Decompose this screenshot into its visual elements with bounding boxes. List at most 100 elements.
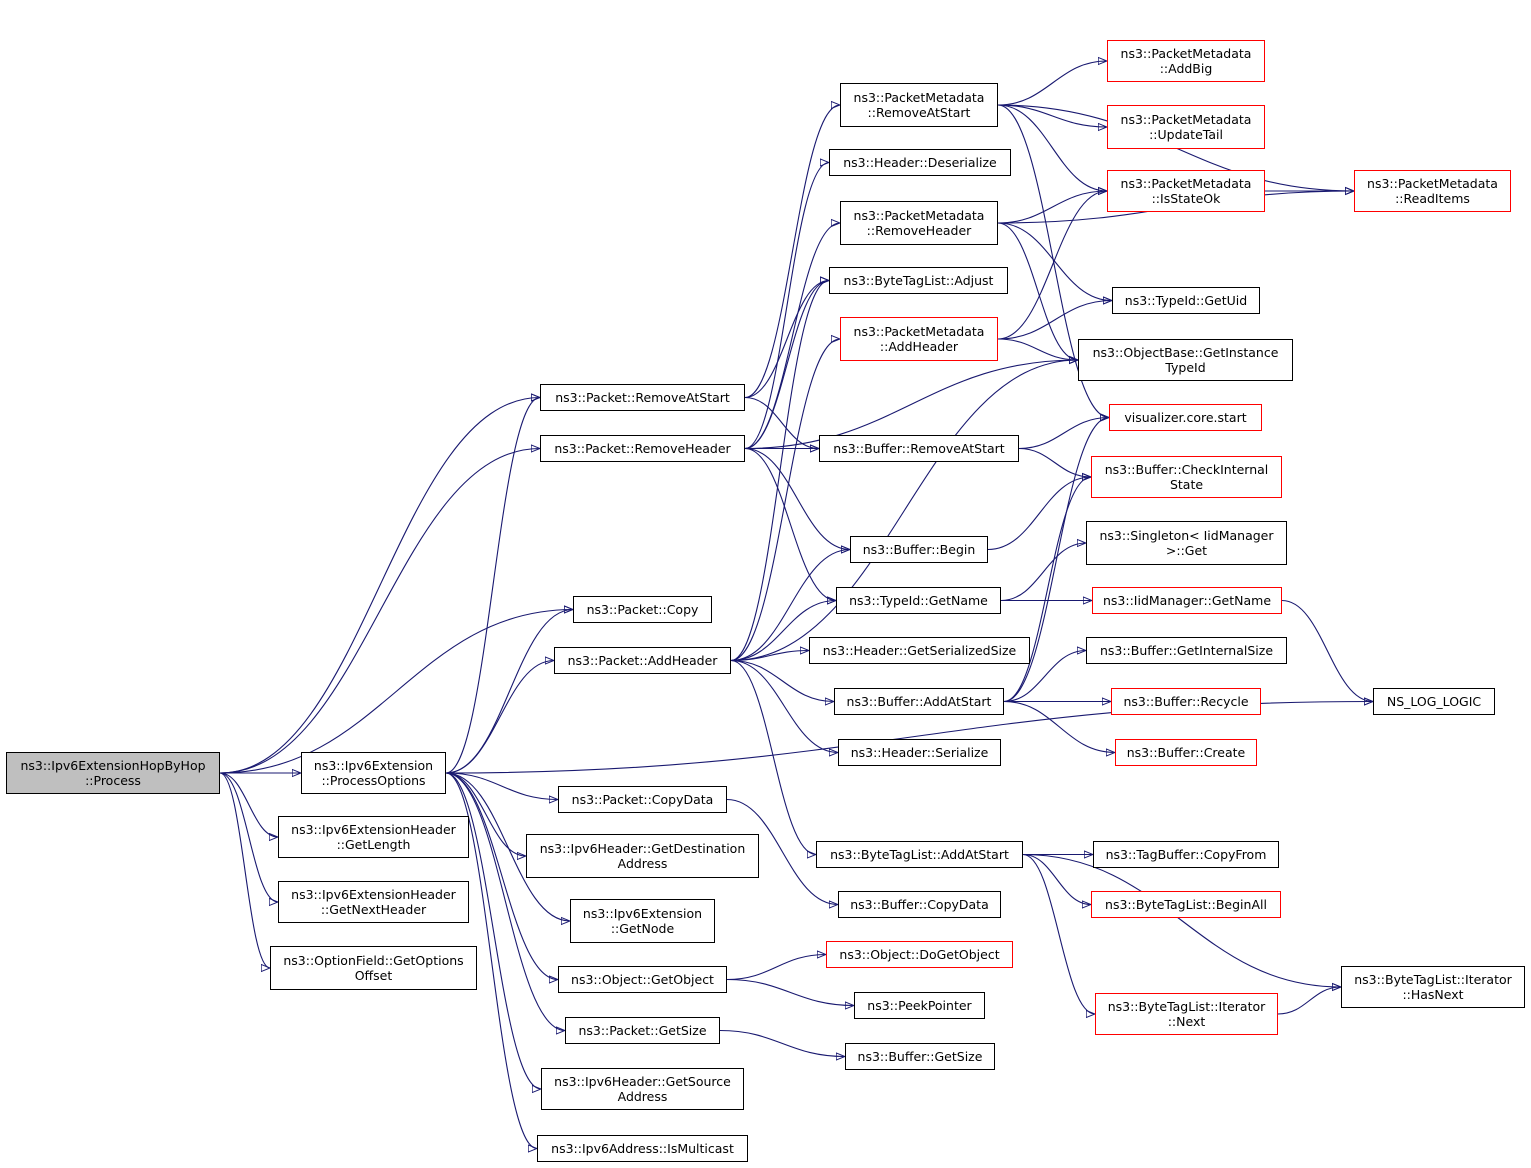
node-label-line: ns3::Ipv6ExtensionHeader (291, 887, 456, 902)
node-typeid-getname[interactable]: ns3::TypeId::GetName (836, 587, 1001, 614)
edge-pkt-addheader-to-buf-addatstart (730, 659, 834, 702)
node-label-line: Address (617, 1089, 668, 1104)
edge-pkt-addheader-to-pm-addheader (730, 339, 840, 662)
edge-processoptions-to-ismulticast (445, 772, 538, 1149)
node-btl-iter-hasnext[interactable]: ns3::ByteTagList::Iterator::HasNext (1341, 966, 1525, 1008)
node-buf-getsize[interactable]: ns3::Buffer::GetSize (845, 1043, 995, 1070)
node-iid-getname[interactable]: ns3::IidManager::GetName (1092, 587, 1282, 614)
node-buf-copydata[interactable]: ns3::Buffer::CopyData (838, 891, 1001, 918)
edge-process-to-hdr-getlength (219, 772, 279, 837)
node-pm-updatetail[interactable]: ns3::PacketMetadata::UpdateTail (1107, 105, 1265, 149)
node-peekpointer[interactable]: ns3::PeekPointer (854, 992, 985, 1019)
edge-buf-addatstart-to-viz-start (1003, 418, 1109, 703)
node-hdr-getserializedsize[interactable]: ns3::Header::GetSerializedSize (809, 637, 1030, 664)
node-pkt-copy[interactable]: ns3::Packet::Copy (573, 596, 712, 623)
node-hdr-getlength[interactable]: ns3::Ipv6ExtensionHeader::GetLength (278, 816, 469, 858)
edge-btl-addatstart-to-btl-iter-next (1022, 853, 1096, 1015)
edge-buf-removeatstart-to-viz-start (1018, 418, 1109, 450)
node-pkt-addheader[interactable]: ns3::Packet::AddHeader (554, 647, 731, 674)
edge-pm-removeatstart-to-pm-addbig (997, 61, 1107, 106)
edge-pkt-removeatstart-to-pm-removeatstart (744, 105, 841, 399)
node-pkt-removeatstart[interactable]: ns3::Packet::RemoveAtStart (540, 384, 745, 411)
node-buf-begin[interactable]: ns3::Buffer::Begin (850, 536, 988, 563)
node-label-line: ::ProcessOptions (321, 773, 426, 788)
node-label-line: ns3::Header::Deserialize (843, 155, 997, 170)
node-label-line: ::AddBig (1159, 61, 1213, 76)
edge-pkt-removeheader-to-buf-begin (744, 447, 850, 550)
node-label-line: ns3::Ipv6ExtensionHeader (291, 822, 456, 837)
node-btl-beginall[interactable]: ns3::ByteTagList::BeginAll (1091, 891, 1281, 918)
node-pm-addbig[interactable]: ns3::PacketMetadata::AddBig (1107, 40, 1265, 82)
node-label-line: ::GetNextHeader (320, 902, 427, 917)
node-btl-iter-next[interactable]: ns3::ByteTagList::Iterator::Next (1095, 993, 1278, 1035)
node-pm-readitems[interactable]: ns3::PacketMetadata::ReadItems (1354, 170, 1511, 212)
node-label-line: ns3::ObjectBase::GetInstance (1092, 345, 1279, 360)
node-ismulticast[interactable]: ns3::Ipv6Address::IsMulticast (537, 1135, 748, 1162)
edge-pkt-addheader-to-btl-adjust (730, 281, 830, 662)
node-obj-getobject[interactable]: ns3::Object::GetObject (558, 966, 727, 993)
node-pkt-removeheader[interactable]: ns3::Packet::RemoveHeader (540, 435, 745, 462)
node-label-line: ns3::TagBuffer::CopyFrom (1105, 847, 1267, 862)
node-label-line: ns3::Buffer::CheckInternal (1104, 462, 1269, 477)
node-label-line: ns3::PacketMetadata (1367, 176, 1498, 191)
node-label-line: ns3::Ipv6Header::GetDestination (539, 841, 746, 856)
node-buf-getinternalsize[interactable]: ns3::Buffer::GetInternalSize (1086, 637, 1287, 664)
node-label-line: ns3::Ipv6Extension (313, 758, 434, 773)
edge-pm-removeatstart-to-pm-updatetail (997, 104, 1107, 127)
node-processoptions[interactable]: ns3::Ipv6Extension::ProcessOptions (301, 752, 446, 794)
node-pkt-copydata[interactable]: ns3::Packet::CopyData (558, 786, 727, 813)
node-hdr-serialize[interactable]: ns3::Header::Serialize (838, 739, 1001, 766)
edge-pkt-removeheader-to-hdr-deserialize (744, 163, 830, 450)
node-buf-removeatstart[interactable]: ns3::Buffer::RemoveAtStart (819, 435, 1019, 462)
node-btl-adjust[interactable]: ns3::ByteTagList::Adjust (829, 267, 1008, 294)
edge-buf-addatstart-to-buf-create (1003, 700, 1115, 753)
edge-btl-addatstart-to-btl-iter-hasnext (1022, 853, 1341, 988)
node-label-line: ns3::Packet::CopyData (571, 792, 714, 807)
node-label-line: ::UpdateTail (1149, 127, 1223, 142)
node-pm-addheader[interactable]: ns3::PacketMetadata::AddHeader (840, 317, 998, 361)
node-label-line: ::GetNode (610, 921, 675, 936)
node-label-line: Offset (354, 968, 393, 983)
node-label-line: ns3::PacketMetadata (1120, 176, 1252, 191)
node-label-line: ns3::ByteTagList::Iterator (1107, 999, 1266, 1014)
node-ext-getnode[interactable]: ns3::Ipv6Extension::GetNode (570, 899, 715, 943)
node-ns-log-logic[interactable]: NS_LOG_LOGIC (1373, 688, 1495, 715)
node-pm-removeheader[interactable]: ns3::PacketMetadata::RemoveHeader (840, 201, 998, 245)
node-label-line: ns3::Buffer::Begin (862, 542, 976, 557)
node-label-line: ns3::Packet::RemoveHeader (554, 441, 731, 456)
edge-pkt-copydata-to-buf-copydata (726, 798, 838, 905)
node-obj-dogetobject[interactable]: ns3::Object::DoGetObject (826, 941, 1013, 968)
edge-pkt-getsize-to-buf-getsize (719, 1029, 845, 1057)
node-hdr-deserialize[interactable]: ns3::Header::Deserialize (829, 149, 1011, 176)
node-pm-isstateok[interactable]: ns3::PacketMetadata::IsStateOk (1107, 170, 1265, 212)
node-buf-recycle[interactable]: ns3::Buffer::Recycle (1111, 688, 1261, 715)
node-label-line: ns3::ByteTagList::AddAtStart (830, 847, 1009, 862)
node-label-line: ns3::PacketMetadata (853, 208, 985, 223)
node-label-line: >::Get (1165, 543, 1208, 558)
edge-processoptions-to-pkt-copydata (445, 772, 558, 800)
node-tagbuf-copyfrom[interactable]: ns3::TagBuffer::CopyFrom (1093, 841, 1279, 868)
node-pm-removeatstart[interactable]: ns3::PacketMetadata::RemoveAtStart (840, 83, 998, 127)
node-typeid-getuid[interactable]: ns3::TypeId::GetUid (1112, 287, 1260, 314)
edge-pm-removeheader-to-typeid-getuid (997, 222, 1112, 301)
edge-typeid-getname-to-singleton-get (1000, 543, 1086, 602)
node-label-line: ns3::PacketMetadata (853, 324, 985, 339)
node-label-line: ns3::PacketMetadata (1120, 46, 1252, 61)
node-label-line: visualizer.core.start (1124, 410, 1247, 425)
node-pkt-getsize[interactable]: ns3::Packet::GetSize (565, 1017, 720, 1044)
node-buf-create[interactable]: ns3::Buffer::Create (1115, 739, 1257, 766)
node-label-line: Address (617, 856, 668, 871)
node-buf-addatstart[interactable]: ns3::Buffer::AddAtStart (834, 688, 1004, 715)
node-btl-addatstart[interactable]: ns3::ByteTagList::AddAtStart (816, 841, 1023, 868)
edge-pkt-addheader-to-btl-addatstart (730, 659, 817, 855)
node-viz-start[interactable]: visualizer.core.start (1109, 404, 1262, 431)
node-singleton-get[interactable]: ns3::Singleton< IidManager>::Get (1086, 521, 1287, 565)
node-label-line: ns3::PacketMetadata (1120, 112, 1252, 127)
node-hdr-getnextheader[interactable]: ns3::Ipv6ExtensionHeader::GetNextHeader (278, 881, 469, 923)
